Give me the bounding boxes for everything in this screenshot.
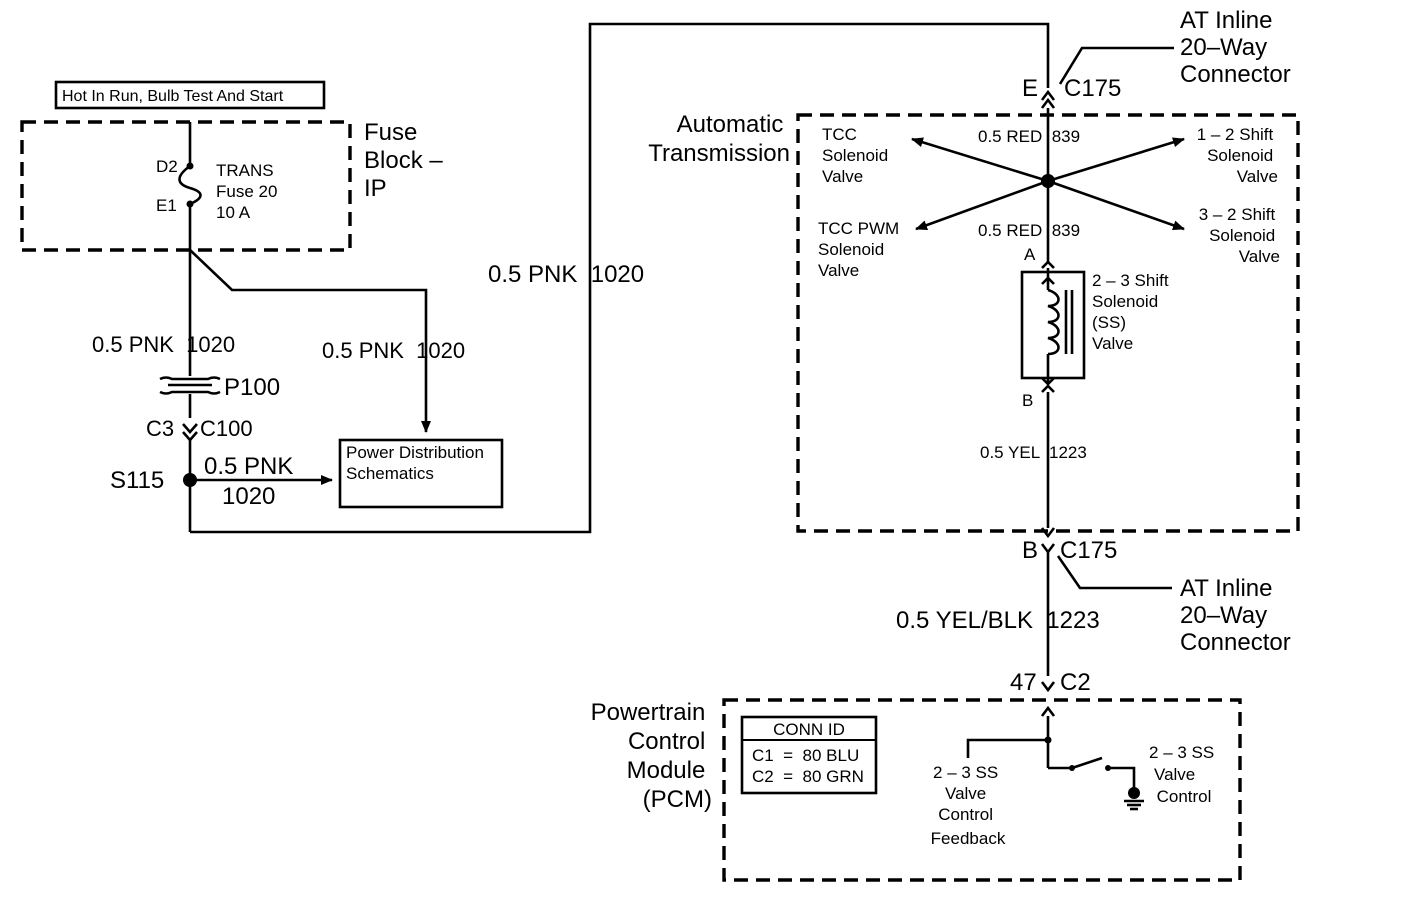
fuse-name: TRANS Fuse 20 10 A	[216, 161, 282, 222]
c175-top-connector-symbol	[1040, 89, 1056, 109]
inline-connector-top-label: AT Inline 20–Way Connector	[1180, 7, 1291, 88]
c175-top-pin-e: E	[1022, 75, 1038, 102]
s115-label: S115	[110, 467, 164, 494]
c2-label: C2	[1060, 669, 1091, 696]
c3-label: C3	[146, 416, 174, 441]
fuse-pin-d2: D2	[156, 157, 178, 176]
shift-12-solenoid-label: 1 – 2 Shift Solenoid Valve	[1197, 125, 1278, 186]
solenoid-pin-a: A	[1024, 245, 1036, 264]
wire-label-red-bottom: 0.5 RED 839	[978, 221, 1080, 240]
wire-label-pnk-left: 0.5 PNK 1020	[92, 332, 235, 357]
p100-label: P100	[224, 374, 280, 401]
wire-label-pnk-long: 0.5 PNK 1020	[488, 261, 644, 288]
power-source-box	[54, 80, 326, 110]
shift-23-solenoid-label: 2 – 3 Shift Solenoid (SS) Valve	[1092, 271, 1173, 353]
transmission-title: Automatic Transmission	[648, 111, 790, 167]
c100-label: C100	[200, 416, 253, 441]
fuse-20-symbol	[178, 164, 202, 206]
wire-label-pnk-splice: 0.5 PNK	[204, 453, 293, 480]
c175-bottom-pin-b: B	[1022, 537, 1038, 564]
pcm-boundary	[722, 698, 1242, 882]
c175-bottom-label: C175	[1060, 537, 1117, 564]
conn-id-row-c2: C2 = 80 GRN	[752, 767, 864, 786]
fuse-pin-e1: E1	[156, 196, 177, 215]
wire-label-pnk-splice-number: 1020	[222, 483, 275, 510]
wire-label-red-top: 0.5 RED 839	[978, 127, 1080, 146]
c2-connector-symbol	[1040, 681, 1056, 693]
ground-symbol	[1124, 787, 1144, 811]
solenoid-coil-symbol	[1047, 288, 1060, 356]
fuse-block-title: Fuse Block – IP	[364, 119, 449, 202]
c2-pin-47: 47	[1010, 669, 1037, 696]
p100-grommet-symbol	[159, 376, 221, 395]
pcm-title: Powertrain Control Module (PCM)	[591, 699, 712, 813]
solenoid-pin-b: B	[1022, 391, 1033, 410]
fuse-block-boundary	[20, 120, 352, 252]
conn-id-header: CONN ID	[773, 720, 845, 739]
low-side-driver-switch	[1071, 756, 1103, 770]
tcc-pwm-solenoid-label: TCC PWM Solenoid Valve	[818, 219, 904, 280]
power-distribution-box	[338, 438, 504, 509]
conn-id-table	[740, 715, 878, 795]
power-source-label: Hot In Run, Bulb Test And Start	[62, 88, 284, 105]
wire-label-pnk-branch: 0.5 PNK 1020	[322, 338, 465, 363]
pcm-control-label: 2 – 3 SS Valve Control	[1149, 743, 1219, 806]
wire-label-yel: 0.5 YEL 1223	[980, 443, 1087, 462]
power-distribution-label: Power Distribution Schematics	[346, 443, 489, 483]
conn-id-row-c1: C1 = 80 BLU	[752, 746, 859, 765]
inline-connector-bottom-label: AT Inline 20–Way Connector	[1180, 575, 1291, 656]
c175-top-label: C175	[1064, 75, 1121, 102]
pcm-feedback-label: 2 – 3 SS Valve Control Feedback	[931, 763, 1006, 848]
shift-32-solenoid-label: 3 – 2 Shift Solenoid Valve	[1199, 205, 1280, 266]
wire-label-yel-blk: 0.5 YEL/BLK 1223	[896, 607, 1100, 634]
c100-connector-symbol	[182, 423, 198, 442]
tcc-solenoid-label: TCC Solenoid Valve	[822, 125, 893, 186]
